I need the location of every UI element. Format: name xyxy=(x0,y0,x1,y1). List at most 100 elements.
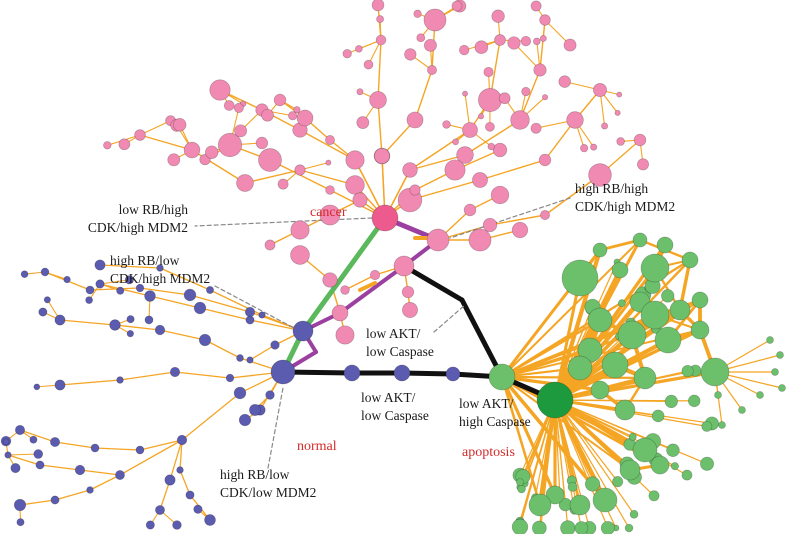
node-106 xyxy=(404,48,417,61)
edge-319 xyxy=(554,370,689,401)
node-111 xyxy=(483,66,494,78)
edge-85 xyxy=(139,120,172,136)
node-169 xyxy=(38,307,48,317)
node-129 xyxy=(85,285,95,295)
edge-137 xyxy=(174,371,231,379)
edge-147 xyxy=(179,469,191,496)
node-6 xyxy=(427,65,437,75)
edge-289 xyxy=(554,399,672,403)
node-79 xyxy=(616,137,625,146)
node-18 xyxy=(236,174,254,192)
node-63 xyxy=(376,15,385,24)
node-242 xyxy=(612,476,624,488)
node-44 xyxy=(633,133,647,147)
node-125 xyxy=(94,259,106,271)
node-183 xyxy=(126,329,134,338)
edge-150 xyxy=(159,479,171,511)
node-171 xyxy=(33,383,41,391)
node-26 xyxy=(478,88,502,112)
node-210 xyxy=(666,443,680,457)
annotation-normal-attractor-line2: CDK/low MDM2 xyxy=(220,485,316,500)
annotation-leaders-layer xyxy=(194,197,571,469)
node-53 xyxy=(401,285,415,299)
node-31 xyxy=(533,63,547,77)
edge-142 xyxy=(139,439,183,451)
path-normal-to-apoptosis-3 xyxy=(399,370,456,377)
node-225 xyxy=(517,484,526,494)
node-161 xyxy=(249,404,261,416)
node-90 xyxy=(167,153,181,167)
node-56 xyxy=(340,285,350,295)
node-266 xyxy=(590,380,610,400)
node-179 xyxy=(172,520,182,530)
node-77 xyxy=(558,75,571,88)
node-180 xyxy=(16,518,25,527)
node-141 xyxy=(176,434,188,446)
node-89 xyxy=(234,124,248,138)
node-20 xyxy=(134,129,146,141)
edge-156 xyxy=(54,489,91,501)
node-124 xyxy=(156,264,164,272)
edge-42 xyxy=(489,214,546,226)
node-19 xyxy=(183,141,201,159)
node-98 xyxy=(521,86,531,97)
node-59 xyxy=(335,325,355,345)
edge-146 xyxy=(179,439,183,471)
node-11 xyxy=(209,79,231,101)
node-7 xyxy=(423,8,447,32)
node-51 xyxy=(290,220,310,240)
edge-6 xyxy=(414,69,433,121)
node-38 xyxy=(409,184,421,196)
node-271 xyxy=(592,487,618,513)
node-35 xyxy=(538,153,552,167)
node-198 xyxy=(629,509,639,519)
edge-134 xyxy=(114,324,161,331)
edge-17 xyxy=(299,169,356,186)
node-75 xyxy=(601,122,609,130)
node-147 xyxy=(185,490,195,500)
node-279 xyxy=(681,251,699,269)
node-50 xyxy=(319,204,341,226)
node-255 xyxy=(640,300,670,330)
node-274 xyxy=(528,493,552,517)
node-136 xyxy=(225,373,235,383)
node-cancer-saddle xyxy=(426,228,450,252)
edge-149 xyxy=(169,439,183,481)
edge-157 xyxy=(19,499,56,506)
node-151 xyxy=(115,470,125,480)
node-99 xyxy=(541,94,549,101)
edge-298 xyxy=(519,399,556,528)
node-74 xyxy=(530,0,542,12)
node-184 xyxy=(766,336,774,344)
node-218 xyxy=(651,409,665,423)
node-48 xyxy=(490,185,510,205)
node-188 xyxy=(756,391,764,399)
edge-144 xyxy=(54,441,96,449)
edge-1 xyxy=(377,99,383,157)
edge-30 xyxy=(464,119,521,156)
node-244 xyxy=(700,456,715,471)
node-68 xyxy=(491,9,505,23)
node-275 xyxy=(611,261,629,279)
node-159 xyxy=(238,413,252,427)
node-189 xyxy=(738,406,746,414)
node-267 xyxy=(614,399,636,421)
node-cancer-attractor xyxy=(371,204,399,232)
node-155 xyxy=(86,486,94,494)
node-150 xyxy=(155,505,165,515)
edge-120 xyxy=(149,295,201,309)
node-28 xyxy=(402,162,418,178)
node-76 xyxy=(616,91,623,98)
node-55 xyxy=(369,269,381,281)
node-117 xyxy=(507,36,521,50)
edge-56 xyxy=(344,274,376,291)
edge-152 xyxy=(79,469,121,476)
node-2 xyxy=(375,34,387,46)
edge-124 xyxy=(159,267,211,291)
node-57 xyxy=(322,272,338,288)
node-46 xyxy=(511,221,529,239)
node-62 xyxy=(355,45,363,53)
annotation-apoptosis-attractor-line1: low AKT/ xyxy=(459,396,514,411)
annotation-apoptosis-attractor-line2: high Caspase xyxy=(459,414,531,429)
node-normal-saddle xyxy=(292,320,314,342)
